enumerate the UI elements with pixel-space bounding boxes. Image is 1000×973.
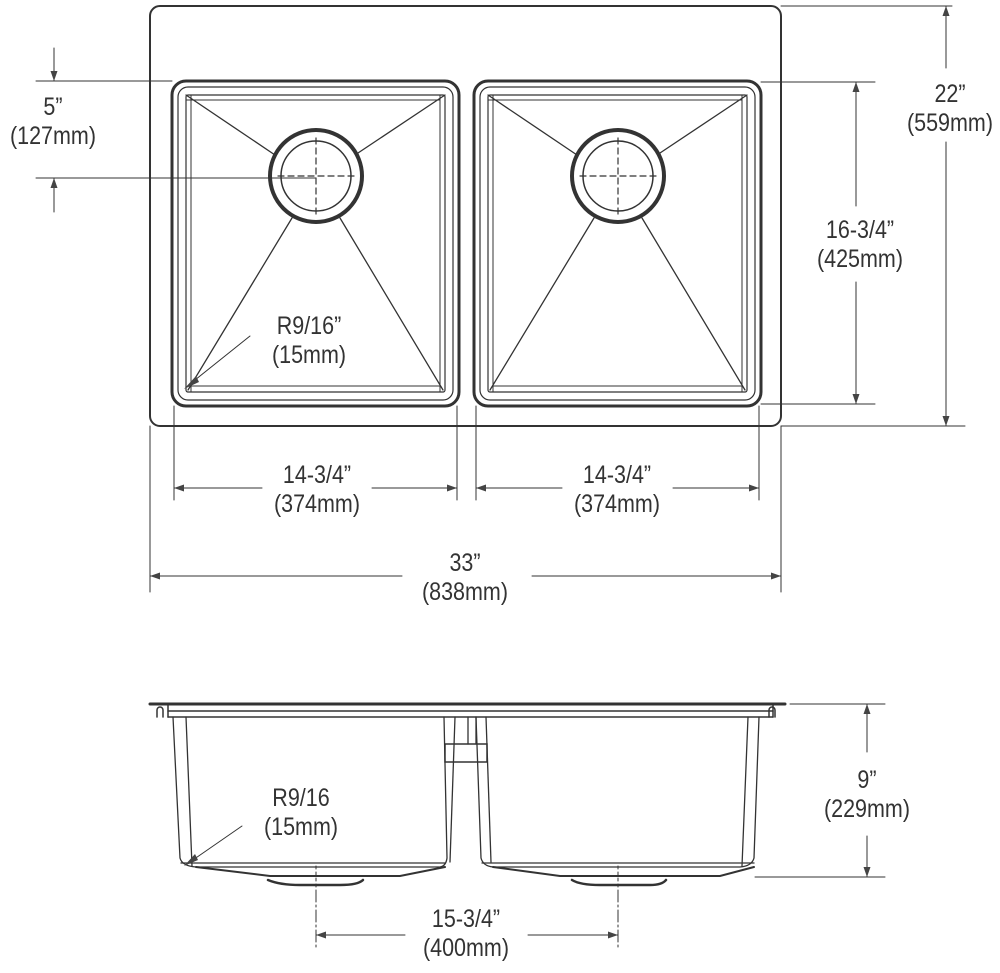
label-drain-offset: 5” (127mm)	[0, 93, 109, 151]
side-left-bowl	[172, 716, 448, 891]
left-bowl-width-mm: (374mm)	[273, 490, 360, 518]
bowl-height-inch: 9”	[857, 766, 877, 794]
drain-spacing-inch: 15-3/4”	[431, 905, 501, 933]
label-right-bowl-width: 14-3/4” (374mm)	[561, 461, 673, 519]
label-top-corner-radius: R9/16” (15mm)	[253, 312, 365, 370]
dim-drain-spacing	[315, 889, 619, 951]
label-overall-depth: 22” (559mm)	[890, 80, 1000, 138]
right-bowl-width-inch: 14-3/4”	[582, 461, 652, 489]
drain-offset-inch: 5”	[43, 93, 63, 121]
dim-bowl-depth	[760, 81, 876, 405]
top-radius-inch: R9/16”	[276, 312, 342, 340]
overall-depth-inch: 22”	[934, 80, 966, 108]
top-radius-mm: (15mm)	[271, 341, 347, 369]
label-overall-width: 33” (838mm)	[409, 549, 521, 607]
overall-width-mm: (838mm)	[421, 578, 508, 606]
dim-bowl-widths	[173, 405, 760, 501]
label-left-bowl-width: 14-3/4” (374mm)	[261, 461, 373, 519]
overall-depth-mm: (559mm)	[906, 109, 993, 137]
label-drain-spacing: 15-3/4” (400mm)	[410, 905, 522, 963]
side-view	[148, 702, 886, 951]
left-bowl-width-inch: 14-3/4”	[282, 461, 352, 489]
top-view	[35, 5, 966, 593]
right-bowl-width-mm: (374mm)	[573, 490, 660, 518]
dim-overall-depth	[780, 5, 966, 427]
label-bowl-depth: 16-3/4” (425mm)	[804, 216, 916, 274]
side-radius-inch: R9/16	[272, 784, 330, 812]
drain-spacing-mm: (400mm)	[422, 934, 509, 962]
overall-width-inch: 33”	[449, 549, 481, 577]
label-bowl-height: 9” (229mm)	[811, 766, 923, 824]
side-radius-mm: (15mm)	[263, 813, 339, 841]
dim-bowl-height	[754, 703, 886, 878]
bowl-height-mm: (229mm)	[823, 795, 910, 823]
right-bowl	[472, 79, 763, 408]
left-bowl	[170, 79, 461, 408]
side-divider	[444, 716, 492, 863]
dim-overall-width	[149, 425, 782, 593]
side-right-bowl	[475, 716, 760, 891]
label-side-corner-radius: R9/16 (15mm)	[245, 784, 357, 842]
bowl-depth-inch: 16-3/4”	[825, 216, 895, 244]
bowl-depth-mm: (425mm)	[816, 245, 903, 273]
dim-drain-offset	[35, 47, 317, 213]
drain-offset-mm: (127mm)	[9, 122, 97, 150]
